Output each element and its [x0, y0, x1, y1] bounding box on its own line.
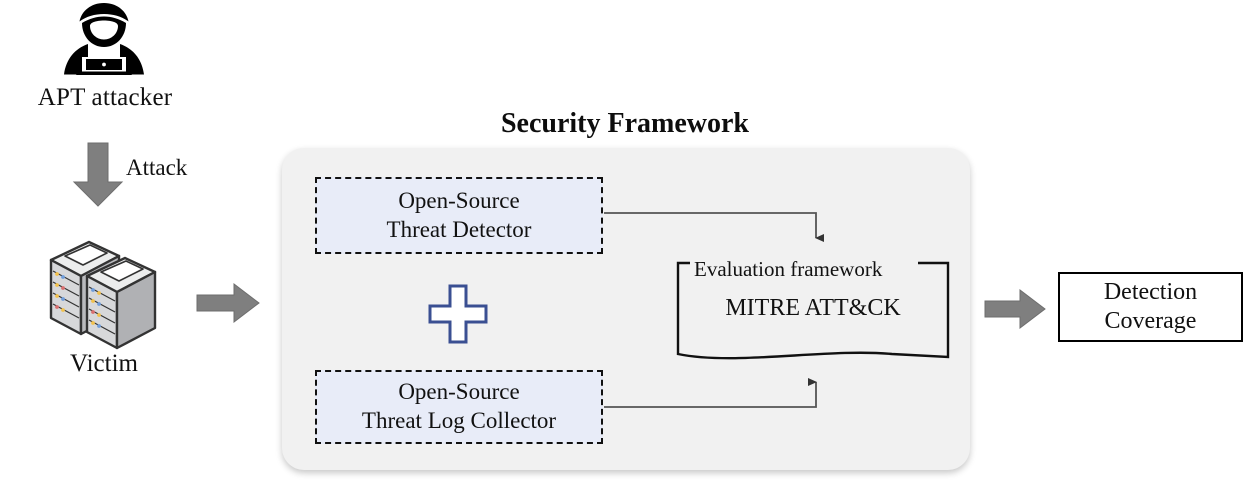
plus-icon	[428, 284, 488, 344]
evaluation-framework-legend: Evaluation framework	[690, 257, 887, 282]
down-arrow-icon	[72, 142, 124, 207]
evaluation-framework-value: MITRE ATT&CK	[725, 295, 901, 321]
apt-attacker-label: APT attacker	[37, 84, 173, 111]
module-threat-detector[interactable]: Open-Source Threat Detector	[315, 177, 603, 254]
detection-coverage-box: Detection Coverage	[1058, 272, 1243, 342]
module-threat-detector-label: Open-Source Threat Detector	[386, 187, 532, 242]
module-threat-log-collector-label: Open-Source Threat Log Collector	[361, 379, 557, 433]
victim-label: Victim	[70, 350, 138, 377]
detection-coverage-label: Detection Coverage	[1103, 278, 1198, 334]
hacker-icon	[64, 3, 144, 75]
evaluation-framework-box	[676, 261, 950, 360]
right-arrow-icon-egress	[984, 289, 1046, 329]
attack-label: Attack	[126, 155, 188, 180]
page-title: Security Framework	[500, 108, 750, 139]
right-arrow-icon-ingress	[196, 283, 260, 323]
server-rack-icon	[49, 240, 157, 350]
module-threat-log-collector[interactable]: Open-Source Threat Log Collector	[315, 370, 603, 444]
